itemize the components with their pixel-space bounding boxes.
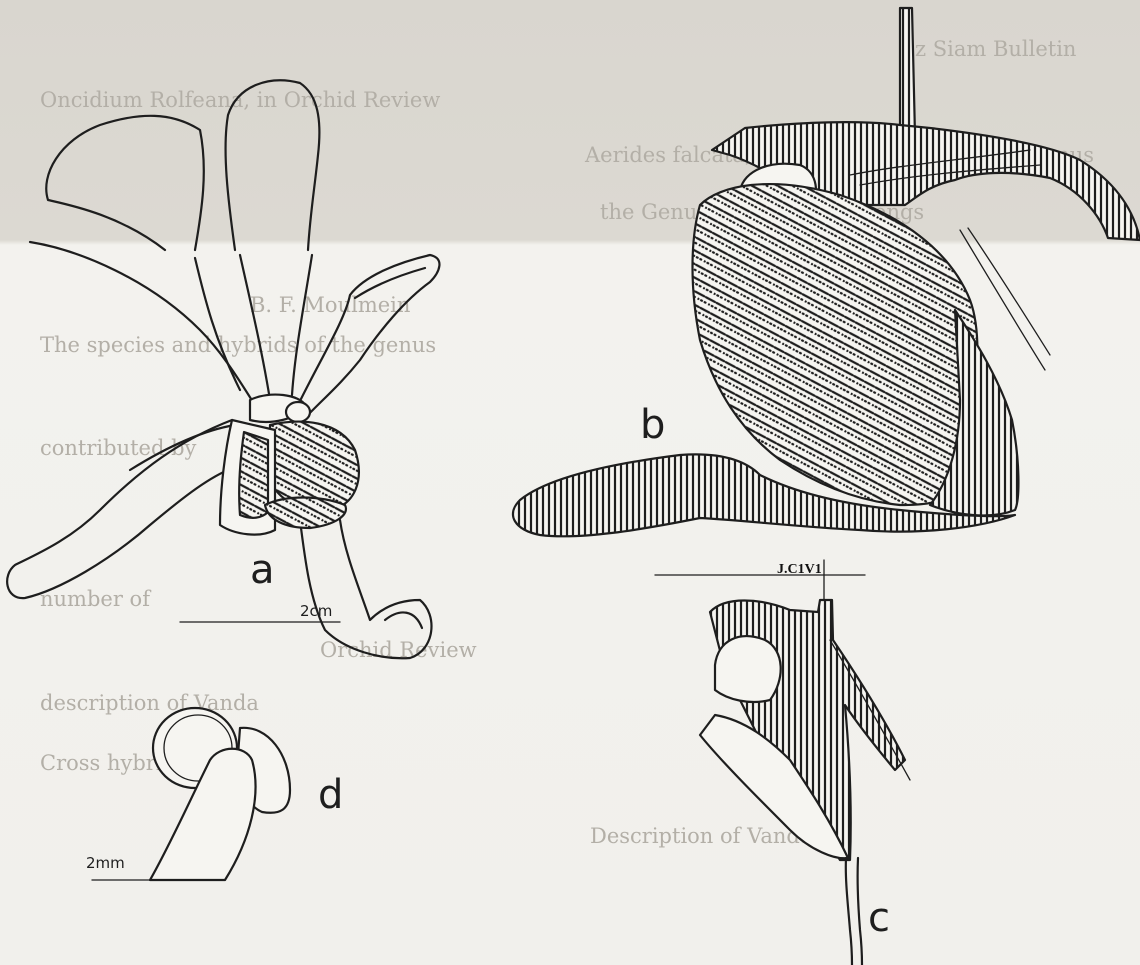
column-c-pedicel (846, 858, 852, 965)
upper-petal-line (292, 255, 312, 395)
lower-petal-right (300, 520, 431, 658)
dorsal-sepal-left (46, 116, 204, 250)
lip-sidelobe-striped (239, 432, 268, 518)
scale-label-a: 2cm (300, 604, 332, 619)
lateral-sepal-right (298, 255, 439, 418)
panel-label-a: a (250, 550, 275, 590)
filament (968, 228, 1050, 355)
column-stalk (900, 8, 915, 135)
panel-b-lip-section (513, 8, 1140, 575)
lateral-sepal-left (7, 420, 232, 598)
upper-petal (30, 242, 255, 405)
anther-cap (286, 402, 310, 422)
panel-a-flower (7, 80, 439, 658)
lip-spur (265, 498, 346, 529)
panel-label-c: c (868, 898, 890, 938)
lip-body (693, 184, 978, 505)
upper-petal-line (240, 255, 270, 400)
panel-label-d: d (318, 775, 343, 815)
panel-label-b: b (640, 405, 665, 445)
lower-petal-curl (385, 612, 422, 628)
column-c-cavity (715, 636, 781, 702)
scale-label-d: 2mm (86, 856, 125, 871)
stamp-label: J.C1V1 (777, 562, 822, 578)
column-c-pedicel-2 (858, 858, 862, 965)
lateral-sepal-left-inner (130, 425, 235, 470)
dorsal-sepal-right (226, 80, 320, 250)
